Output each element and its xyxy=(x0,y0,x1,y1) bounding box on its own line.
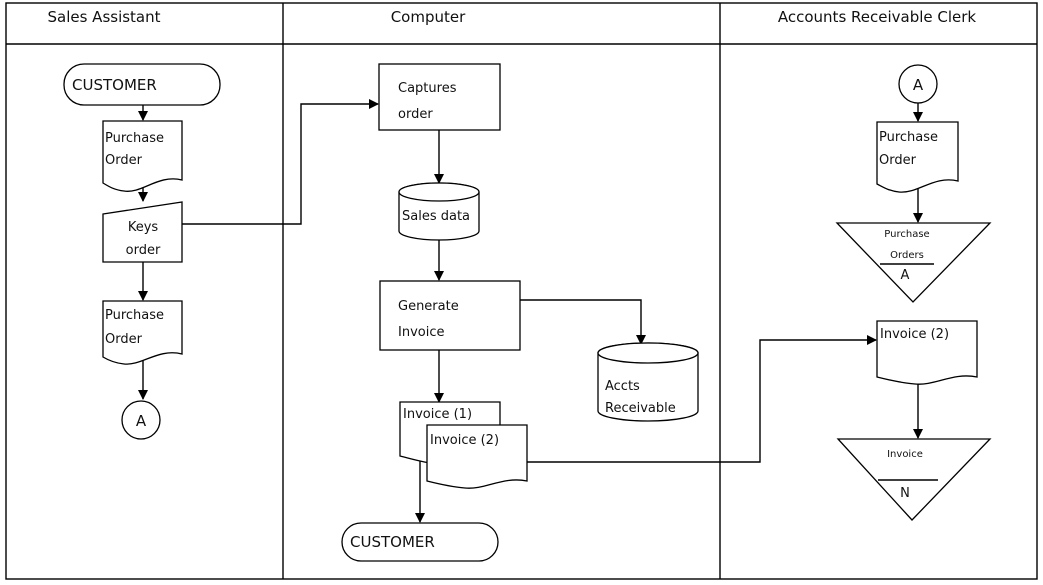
file-key-label: A xyxy=(901,268,910,283)
document-purchase-order-ar: Purchase Order xyxy=(876,121,959,193)
database-label-line-1: Accts xyxy=(605,379,640,394)
document-label-line-1: Purchase xyxy=(879,130,938,145)
manual-input-label-line-1: Keys xyxy=(128,220,159,235)
terminator-label: CUSTOMER xyxy=(72,76,157,94)
document-invoice-2: Invoice (2) xyxy=(426,424,528,489)
document-label-line-2: Order xyxy=(105,153,143,168)
process-label-line-2: order xyxy=(398,107,433,122)
document-label-line-1: Purchase xyxy=(105,131,164,146)
process-label-line-2: Invoice xyxy=(398,325,444,340)
terminator-customer-computer: CUSTOMER xyxy=(341,522,499,562)
off-page-connector-a-sales: A xyxy=(121,400,161,440)
database-sales-data: Sales data xyxy=(398,182,480,241)
document-label: Invoice (2) xyxy=(430,433,499,448)
file-label: Invoice xyxy=(887,449,923,460)
process-generate-invoice: Generate Invoice xyxy=(379,280,521,351)
document-label: Invoice (1) xyxy=(403,407,472,422)
document-label-line-2: Order xyxy=(879,153,917,168)
lane-title-computer: Computer xyxy=(391,8,466,26)
lane-title-accounts-receivable-clerk: Accounts Receivable Clerk xyxy=(778,8,977,26)
database-label: Sales data xyxy=(402,209,470,224)
document-purchase-order-2: Purchase Order xyxy=(102,300,183,365)
database-accts-receivable: Accts Receivable xyxy=(597,342,699,422)
connector-label: A xyxy=(136,412,147,430)
process-label-line-1: Generate xyxy=(398,299,459,314)
document-purchase-order-1: Purchase Order xyxy=(102,120,183,192)
file-key-label: N xyxy=(900,486,910,501)
document-label-line-1: Purchase xyxy=(105,308,164,323)
manual-input-keys-order: Keys order xyxy=(102,201,183,263)
terminator-label: CUSTOMER xyxy=(350,533,435,551)
lane-title-sales-assistant: Sales Assistant xyxy=(47,8,160,26)
off-page-connector-a-ar: A xyxy=(898,64,938,104)
process-label-line-1: Captures xyxy=(398,81,457,96)
terminator-customer-sales: CUSTOMER xyxy=(63,63,221,106)
file-label-line-1: Purchase xyxy=(884,229,929,240)
connector-keys-to-captures xyxy=(182,99,379,225)
file-purchase-orders-by-a: Purchase Orders A xyxy=(835,222,992,303)
flow-connectors xyxy=(138,99,923,523)
connector-generate-to-accts xyxy=(520,299,646,345)
file-label-line-2: Orders xyxy=(890,250,924,261)
manual-input-label-line-2: order xyxy=(126,243,161,258)
connector-label: A xyxy=(913,76,924,94)
document-label: Invoice (2) xyxy=(880,327,949,342)
database-label-line-2: Receivable xyxy=(605,401,676,416)
process-captures-order: Captures order xyxy=(378,63,501,131)
swimlane-frame xyxy=(5,2,1038,580)
document-invoice-2-ar: Invoice (2) xyxy=(876,320,978,385)
connector-invoice2-to-ar xyxy=(527,335,877,463)
file-invoice-by-n: Invoice N xyxy=(836,438,992,521)
document-label-line-2: Order xyxy=(105,332,143,347)
